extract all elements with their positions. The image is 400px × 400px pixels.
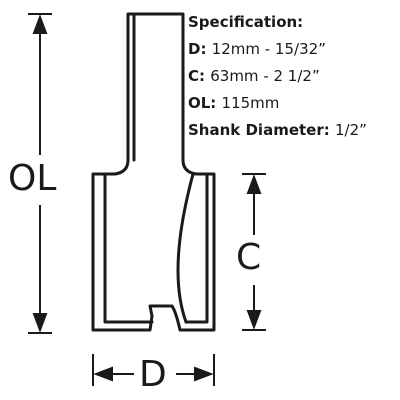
d-arrow-left [93, 366, 113, 382]
spec-row-shank-diameter: Shank Diameter: 1/2” [188, 117, 398, 144]
specification-panel: Specification: D: 12mm - 15/32” C: 63mm … [188, 9, 398, 144]
spec-value: 12mm - 15/32” [211, 40, 326, 58]
body-inner-edge-right [184, 172, 209, 324]
spec-value: 1/2” [334, 121, 367, 139]
router-bit-outline [91, 12, 216, 332]
body-inner-edge-left [103, 172, 154, 324]
spec-key: Shank Diameter: [188, 121, 335, 139]
spec-key: C: [188, 67, 211, 85]
flute-curve [176, 172, 195, 324]
spec-key: D: [188, 40, 212, 58]
specification-title: Specification: [188, 13, 304, 31]
spec-value: 115mm [221, 94, 280, 112]
spec-row-overall-length: OL: 115mm [188, 90, 398, 117]
c-arrow-top [246, 174, 262, 194]
spec-key: OL: [188, 94, 222, 112]
spec-row-diameter: D: 12mm - 15/32” [188, 36, 398, 63]
spec-value: 63mm - 2 1/2” [210, 67, 320, 85]
spec-row-cutting-length: C: 63mm - 2 1/2” [188, 63, 398, 90]
c-arrow-bottom [246, 310, 262, 330]
ol-arrow-top [32, 14, 48, 34]
cutting-length-label: C [236, 237, 262, 278]
diameter-label: D [139, 354, 167, 395]
d-arrow-right [194, 366, 214, 382]
ol-arrow-bottom [32, 313, 48, 333]
overall-length-label: OL [8, 158, 57, 199]
